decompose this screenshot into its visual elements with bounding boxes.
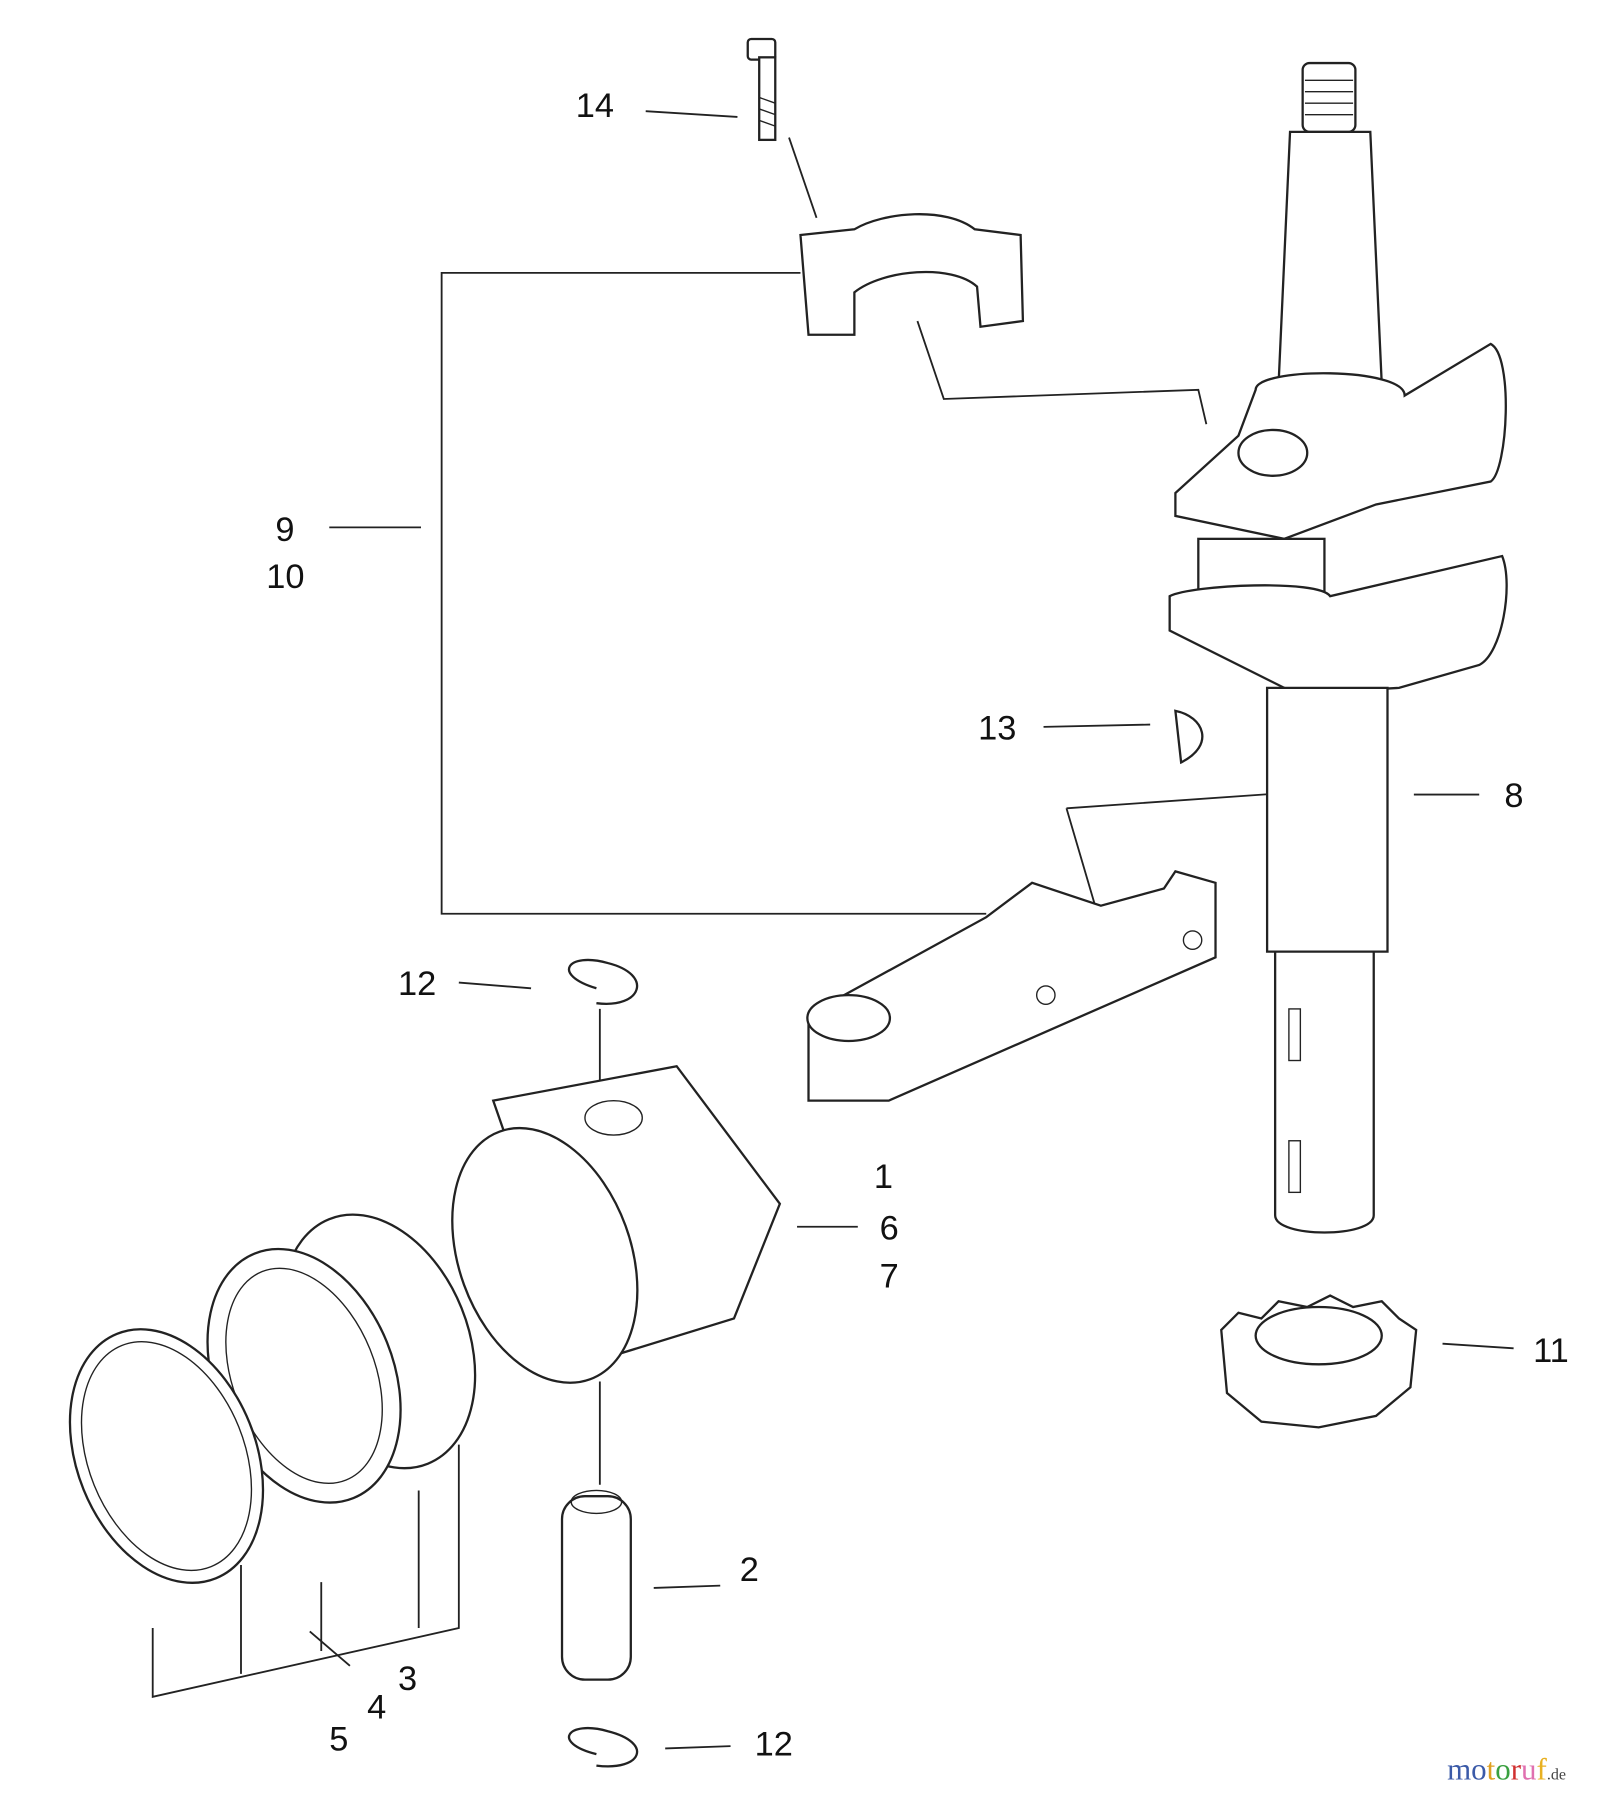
callout-2: 2 <box>740 1551 759 1589</box>
bolt-part <box>746 37 777 142</box>
callout-12-top: 12 <box>398 965 436 1003</box>
callout-5: 5 <box>329 1721 348 1759</box>
callout-12-bottom: 12 <box>755 1725 793 1763</box>
circlip-bottom <box>568 1726 639 1768</box>
connecting-rod-cap <box>799 213 1025 336</box>
circlip-top <box>568 958 639 1005</box>
svg-text:motoruf.de: motoruf.de <box>1447 1751 1566 1786</box>
callout-11: 11 <box>1533 1332 1569 1370</box>
piston-pin <box>560 1489 632 1681</box>
motoruf-logo: motoruf.de <box>1447 1751 1566 1786</box>
callout-9: 9 <box>275 511 294 549</box>
connecting-rod <box>806 870 1217 1102</box>
callout-10: 10 <box>266 558 304 596</box>
woodruff-key <box>1174 709 1204 765</box>
callout-7: 7 <box>880 1258 899 1296</box>
piston-part <box>451 1064 782 1384</box>
crankshaft-part <box>1168 61 1508 1234</box>
callout-6: 6 <box>880 1209 899 1247</box>
callout-14: 14 <box>576 87 614 125</box>
crankshaft-gear <box>1220 1294 1418 1429</box>
piston-rings <box>68 1213 477 1584</box>
callout-13: 13 <box>978 709 1016 747</box>
callout-4: 4 <box>367 1689 386 1727</box>
callout-3: 3 <box>398 1660 417 1698</box>
callout-1: 1 <box>874 1158 893 1196</box>
callout-8: 8 <box>1504 777 1523 815</box>
